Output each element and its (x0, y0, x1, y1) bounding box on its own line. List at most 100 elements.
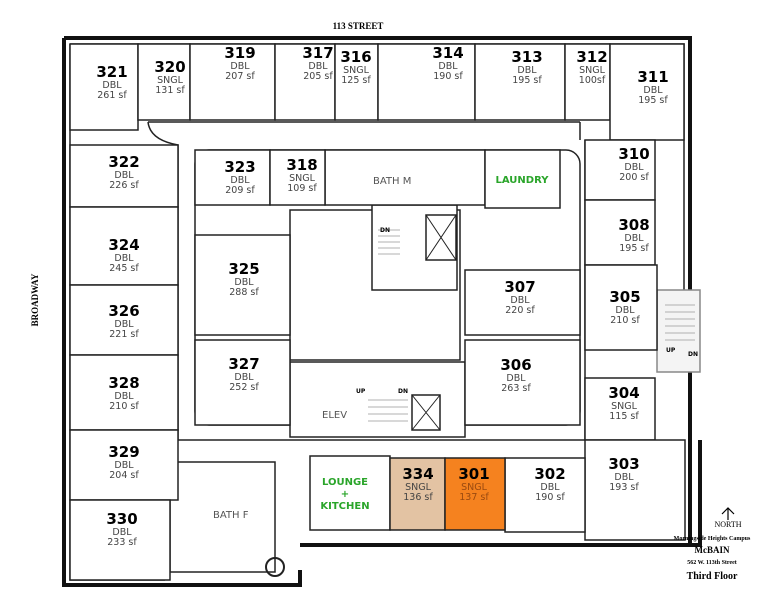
right-stair (656, 289, 701, 373)
room-number: 323 (224, 158, 255, 176)
room-area: 205 sf (303, 71, 333, 82)
room-type: SNGL (579, 65, 605, 76)
room-number: 334 (402, 465, 433, 483)
room-number: 320 (154, 58, 185, 76)
lounge-plus-label: + (341, 489, 349, 500)
room-number: 302 (534, 465, 565, 483)
room-number: 311 (637, 68, 668, 86)
elev-label: ELEV (322, 410, 347, 421)
stair-up-label-3: UP (666, 347, 676, 354)
room-number: 327 (228, 355, 259, 373)
room-area: 137 sf (459, 492, 489, 503)
room-outline (474, 43, 566, 121)
room-area: 131 sf (155, 85, 185, 96)
room-outline (584, 439, 686, 541)
room-outline (69, 429, 179, 501)
room-type: SNGL (461, 482, 487, 493)
room-area: 210 sf (610, 315, 640, 326)
room-number: 313 (511, 48, 542, 66)
room-type: DBL (114, 319, 134, 330)
room-number: 319 (224, 44, 255, 62)
room-number: 305 (609, 288, 640, 306)
room-area: 109 sf (287, 183, 317, 194)
bath-f-label: BATH F (213, 510, 249, 521)
room-number: 308 (618, 216, 649, 234)
room-area: 209 sf (225, 185, 255, 196)
room-area: 190 sf (433, 71, 463, 82)
room-outline (504, 457, 586, 533)
room-number: 318 (286, 156, 317, 174)
room-number: 322 (108, 153, 139, 171)
room-outline (334, 43, 379, 121)
street-left-label: BROADWAY (30, 273, 40, 326)
room-area: 210 sf (109, 401, 139, 412)
stair-up-label: UP (356, 388, 366, 395)
room-area: 193 sf (609, 482, 639, 493)
room-number: 326 (108, 302, 139, 320)
room-outline (137, 43, 191, 121)
address-label: 562 W. 113th Street (687, 560, 737, 566)
room-area: 263 sf (501, 383, 531, 394)
room-outline (584, 264, 658, 351)
bath-m-label: BATH M (373, 176, 411, 187)
elevator-cross-south (411, 394, 441, 431)
room-area: 261 sf (97, 90, 127, 101)
room-type: DBL (114, 460, 134, 471)
stair-treads (368, 229, 695, 422)
north-label: NORTH (714, 520, 741, 529)
room-type: DBL (308, 61, 328, 72)
room-area: 195 sf (619, 243, 649, 254)
stair-dn-label-2: DN (398, 388, 408, 395)
room-type: DBL (615, 305, 635, 316)
room-number: 307 (504, 278, 535, 296)
room-outline (189, 43, 276, 121)
room-number: 324 (108, 236, 139, 254)
room-type: DBL (234, 372, 254, 383)
room-type: DBL (112, 527, 132, 538)
room-type: SNGL (405, 482, 431, 493)
room-type: DBL (510, 295, 530, 306)
room-type: SNGL (343, 65, 369, 76)
bath-f-column (265, 557, 285, 577)
lounge-label: LOUNGE (322, 477, 368, 488)
room-outline (269, 149, 326, 206)
room-number: 314 (432, 44, 463, 62)
room-number: 329 (108, 443, 139, 461)
room-area: 195 sf (638, 95, 668, 106)
kitchen-label: KITCHEN (320, 501, 369, 512)
room-number: 328 (108, 374, 139, 392)
room-type: SNGL (289, 173, 315, 184)
room-outline (584, 199, 656, 266)
